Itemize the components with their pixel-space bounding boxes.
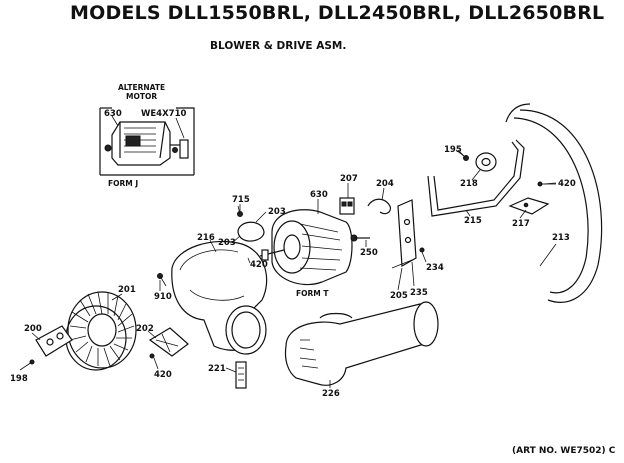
idler-bracket-217	[508, 181, 556, 215]
drum-213	[505, 103, 603, 303]
callout-201: 201	[118, 285, 136, 295]
callout-420-mid: 420	[250, 260, 268, 270]
inset-part-number: WE4X710	[141, 109, 186, 119]
callout-207: 207	[340, 174, 358, 184]
blower-housing-216	[171, 240, 268, 355]
motor-mount-204	[367, 198, 425, 269]
alternate-motor-inset: ALTERNATE MOTOR WE4X710 630 FORM J	[99, 83, 195, 188]
callout-420-bottom: 420	[154, 370, 172, 380]
callout-203-lower: 203	[218, 238, 236, 248]
callout-221: 221	[208, 364, 226, 374]
callout-203-upper: 203	[268, 207, 286, 217]
inset-form-label: FORM J	[108, 179, 138, 188]
callout-200: 200	[24, 324, 42, 334]
callout-205: 205	[390, 291, 408, 301]
callout-213: 213	[552, 233, 570, 243]
page-title: MODELS DLL1550BRL, DLL2450BRL, DLL2650BR…	[70, 2, 605, 24]
wheel-clamp-200	[19, 325, 73, 371]
callout-202: 202	[136, 324, 154, 334]
drive-belt-215	[427, 139, 525, 217]
callout-715: 715	[232, 195, 250, 205]
callout-234: 234	[426, 263, 444, 273]
callout-198: 198	[10, 374, 28, 384]
inset-heading-line1: ALTERNATE	[118, 83, 165, 92]
inset-motor-ref: 630	[104, 109, 122, 119]
blower-seal-202	[148, 327, 189, 359]
inset-heading-line2: MOTOR	[126, 92, 157, 101]
callout-235: 235	[410, 288, 428, 298]
part-221	[235, 361, 247, 389]
callout-217: 217	[512, 219, 530, 229]
callout-215: 215	[464, 216, 482, 226]
exhaust-duct-226	[284, 301, 439, 386]
callout-204: 204	[376, 179, 394, 189]
drive-motor-630	[259, 209, 370, 286]
callout-630: 630	[310, 190, 328, 200]
callout-910: 910	[154, 292, 172, 302]
screw-910	[157, 273, 167, 287]
art-number: (ART NO. WE7502) C	[512, 446, 616, 456]
blower-wheel-201	[65, 291, 137, 371]
idler-pulley-218	[457, 149, 497, 172]
callout-216: 216	[197, 233, 215, 243]
callout-195: 195	[444, 145, 462, 155]
callout-420-top: 420	[558, 179, 576, 189]
leader-lines	[31, 149, 557, 388]
assembly-subtitle: BLOWER & DRIVE ASM.	[210, 40, 347, 52]
motor-switch-207	[339, 197, 355, 215]
callout-218: 218	[460, 179, 478, 189]
alternate-motor-drawing	[104, 115, 189, 166]
callout-labels: 630 195 218 420 207 204 715 203 203 216 …	[10, 145, 576, 399]
form-t-label: FORM T	[296, 289, 329, 298]
callout-226: 226	[322, 389, 340, 399]
callout-250: 250	[360, 248, 378, 258]
